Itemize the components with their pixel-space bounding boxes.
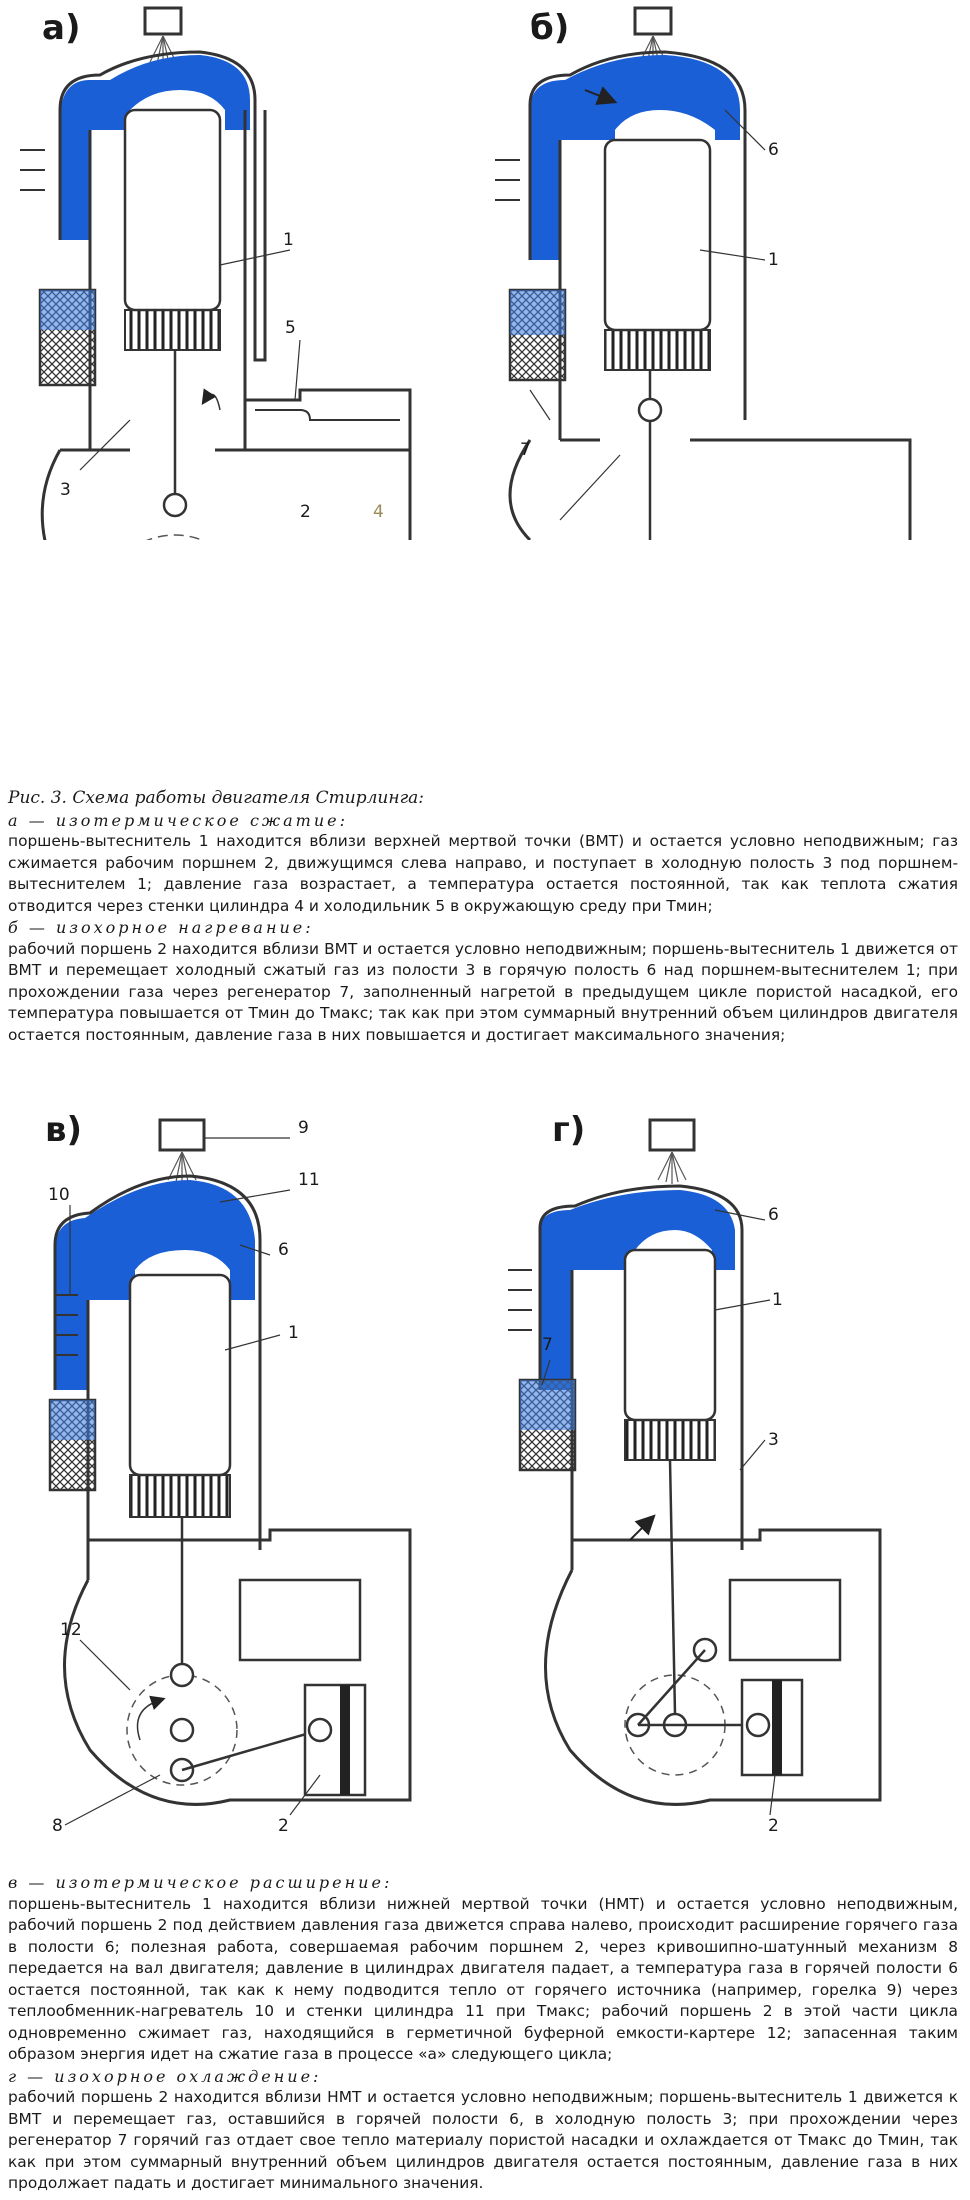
stage-v-text: поршень-вытеснитель 1 находится вблизи н… xyxy=(8,1894,958,2064)
burner xyxy=(143,6,183,36)
label-7-d: 7 xyxy=(542,1335,553,1355)
displacer-piston-a xyxy=(123,108,222,312)
panel-b: б) 6 1 7 3 xyxy=(490,0,960,540)
label-4-a: 4 xyxy=(373,502,384,522)
caption-top: Рис. 3. Схема работы двигателя Стирлинга… xyxy=(8,788,958,1046)
panel-a-label: а) xyxy=(42,8,81,48)
label-2-c: 2 xyxy=(278,1816,289,1836)
stage-b-text: рабочий поршень 2 находится вблизи ВМТ и… xyxy=(8,939,958,1044)
panel-b-label: б) xyxy=(530,8,570,48)
stage-g-heading: г — изохорное охлаждение: xyxy=(8,2066,322,2086)
label-8-c: 8 xyxy=(52,1816,63,1836)
caption-bottom: в — изотермическое расширение: поршень-в… xyxy=(8,1872,958,2195)
hot-gas-d xyxy=(540,1190,735,1390)
stage-a-text: поршень-вытеснитель 1 находится вблизи в… xyxy=(8,832,958,915)
stage-b-heading: б — изохорное нагревание: xyxy=(8,918,314,937)
hot-gas-c xyxy=(55,1180,255,1390)
label-5: 5 xyxy=(285,318,296,338)
label-6-c: 6 xyxy=(278,1240,289,1260)
stage-v-heading: в — изотермическое расширение: xyxy=(8,1873,393,1892)
stage-g-text: рабочий поршень 2 находится вблизи НМТ и… xyxy=(8,2088,958,2192)
panel-d-label: г) xyxy=(552,1110,586,1150)
engine-diagram-c xyxy=(48,1118,412,1826)
label-9-c: 9 xyxy=(298,1118,309,1138)
panel-c: в) 9 11 10 6 1 12 8 2 xyxy=(0,1110,470,1860)
crank-path-a xyxy=(146,534,204,540)
label-1: 1 xyxy=(283,230,294,250)
engine-diagram-d xyxy=(508,1118,882,1816)
label-3-d: 3 xyxy=(768,1430,779,1450)
label-10-c: 10 xyxy=(48,1185,70,1205)
hot-gas-b xyxy=(530,55,740,260)
label-12-c: 12 xyxy=(60,1620,82,1640)
label-2-a: 2 xyxy=(300,502,311,522)
label-3: 3 xyxy=(60,480,71,500)
label-6-d: 6 xyxy=(768,1205,779,1225)
figure-title: Рис. 3. Схема работы двигателя Стирлинга… xyxy=(8,788,425,808)
label-1-b: 1 xyxy=(768,250,779,270)
label-1-c: 1 xyxy=(288,1323,299,1343)
engine-diagram-a xyxy=(20,6,412,540)
hot-gas-a xyxy=(60,55,250,240)
panel-c-label: в) xyxy=(45,1110,83,1150)
stage-a-heading: а — изотермическое сжатие: xyxy=(8,810,348,830)
label-7-b: 7 xyxy=(520,440,531,460)
engine-diagram-b xyxy=(495,6,912,540)
label-6-b: 6 xyxy=(768,140,779,160)
displacer-piston-c xyxy=(128,1273,232,1477)
displacer-piston-d xyxy=(623,1248,717,1422)
label-2-d: 2 xyxy=(768,1816,779,1836)
label-11-c: 11 xyxy=(298,1170,320,1190)
panel-a: а) xyxy=(0,0,460,540)
label-1-d: 1 xyxy=(772,1290,783,1310)
panel-d: г) 6 1 7 3 2 xyxy=(480,1110,960,1860)
